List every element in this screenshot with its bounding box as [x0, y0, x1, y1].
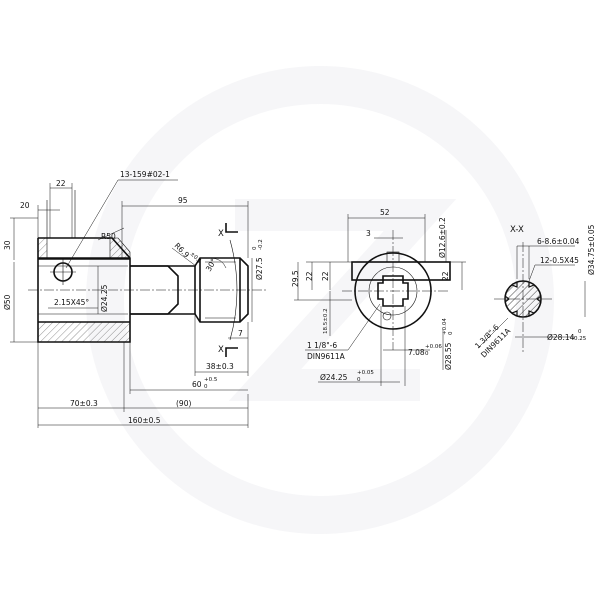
dimension-label: 0	[425, 351, 429, 357]
side-view: X X 22 20 13-159#02-1 R50	[3, 170, 268, 428]
end-view: 52 3 Ø12.6±0.2 22 29.5 22	[291, 208, 466, 386]
section-title: X-X	[510, 225, 524, 235]
dimension-label: 0	[252, 246, 258, 250]
dimension-label: X	[218, 229, 224, 239]
dimension-label: 3	[366, 229, 371, 238]
dim-22: 22	[49, 179, 73, 238]
section-spline-leader: 1 3/8"-6 DIN9611A	[473, 317, 513, 359]
end-dim-22-mid: 22	[321, 262, 331, 290]
dim-38: 38±0.3	[194, 314, 249, 376]
end-dim-185: 18.5±0.2	[323, 291, 331, 336]
dimension-label: +0.05	[357, 370, 374, 376]
dimension-label: 12-0.5X45	[540, 256, 579, 265]
section-dim-d3475: Ø34.75±0.05	[584, 224, 596, 317]
dimension-label: 22	[441, 271, 450, 281]
dimension-label: 60	[192, 380, 202, 389]
dim-7: 7	[228, 322, 249, 342]
dimension-label: +0.06	[425, 344, 442, 350]
dimension-label: 7.08	[408, 348, 425, 357]
section-marker-bottom: X	[218, 345, 238, 357]
section-marker-top: X	[218, 223, 238, 239]
end-dim-708: 7.08 +0.06 0	[383, 344, 442, 357]
part-number-leader: 13-159#02-1	[65, 170, 178, 269]
end-dim-d2855: Ø28.55 +0.04 0	[442, 318, 454, 370]
dimension-label: R50	[101, 232, 116, 241]
end-dim-52: 52	[347, 208, 426, 262]
dimension-label: Ø28.55	[444, 342, 453, 370]
dimension-label: 22	[305, 271, 314, 281]
dimension-label: 0	[357, 377, 361, 383]
dimension-label: 18.5±0.2	[323, 308, 329, 334]
dimension-label: 38±0.3	[206, 362, 234, 371]
dim-60: 60 +0.5 0	[129, 342, 248, 394]
dimension-label: 95	[178, 196, 188, 205]
dimension-label: 52	[380, 208, 390, 217]
dimension-label: 7	[238, 329, 243, 338]
dim-70-90: 70±0.3 (90)	[37, 342, 249, 428]
dimension-label: X	[218, 345, 224, 355]
dimension-label: +0.04	[442, 318, 448, 335]
end-dim-d126: Ø12.6±0.2	[438, 217, 447, 262]
dimension-label: Ø12.6±0.2	[438, 217, 447, 258]
dimension-label: 2.15X45°	[54, 298, 89, 307]
dimension-label: Ø28.14	[547, 333, 575, 342]
dim-d2425: Ø24.25	[97, 266, 109, 314]
section-dim-teeth: 6-8.6±0.04	[516, 237, 580, 279]
dimension-label: 20	[20, 201, 30, 210]
dim-angle-30: 30°	[204, 257, 227, 273]
dimension-label: 22	[56, 179, 66, 188]
dimension-label: 29.5	[291, 270, 300, 287]
end-spline-leader: 1 1/8"-6 DIN9611A	[305, 303, 381, 361]
dimension-label: 30°	[204, 257, 219, 273]
dimension-label: 6-8.6±0.04	[537, 237, 580, 246]
dimension-label: 0	[448, 331, 454, 335]
end-dim-22-right: 22	[441, 261, 466, 290]
end-dim-d2425: Ø24.25 +0.05 0	[318, 306, 406, 386]
dimension-label: +0.5	[204, 377, 218, 383]
dimension-label: -0.2	[258, 239, 264, 250]
dim-30: 30	[3, 217, 38, 260]
dimension-label: Ø50	[3, 294, 12, 310]
section-view: X-X 6-8.6±0.04 12-0.5X45 Ø34.75±0.05	[473, 224, 596, 359]
dimension-label: 160±0.5	[128, 416, 161, 425]
body-outline	[37, 190, 131, 343]
section-dim-d2814: Ø28.14 0 -0.25	[515, 329, 587, 342]
dim-r69: R6.9 ±0.1	[171, 241, 202, 267]
dimension-label: 1 1/8"-6	[307, 341, 337, 350]
dimension-label: Ø24.25	[100, 284, 109, 312]
dimension-label: DIN9611A	[307, 352, 346, 361]
dimension-label: 0	[204, 384, 208, 390]
dim-d50: Ø50	[3, 262, 38, 343]
dimension-label: 13-159#02-1	[120, 170, 170, 179]
dimension-label: Ø24.25	[320, 373, 348, 382]
dimension-label: 30	[3, 240, 12, 250]
dimension-label: 0	[578, 329, 582, 335]
dim-d2795: Ø27.5 -0.2 0	[251, 239, 264, 322]
end-dim-3: 3	[366, 229, 403, 239]
end-dim-295: 29.5	[291, 262, 352, 301]
dimension-label: Ø27.5	[255, 257, 264, 280]
dim-r50: R50	[97, 227, 125, 241]
end-dim-22-left: 22	[305, 261, 352, 290]
dimension-label: (90)	[176, 399, 191, 408]
dimension-label: 22	[321, 271, 330, 281]
section-dim-chamfer: 12-0.5X45	[528, 256, 579, 282]
dimension-label: -0.25	[572, 336, 587, 342]
dim-160: 160±0.5	[38, 416, 248, 426]
dim-chamfer: 2.15X45°	[48, 298, 98, 309]
dimension-label: 70±0.3	[70, 399, 98, 408]
dim-20: 20	[20, 201, 60, 238]
dim-95: 95	[121, 196, 249, 258]
dimension-label: Ø34.75±0.05	[587, 224, 596, 275]
